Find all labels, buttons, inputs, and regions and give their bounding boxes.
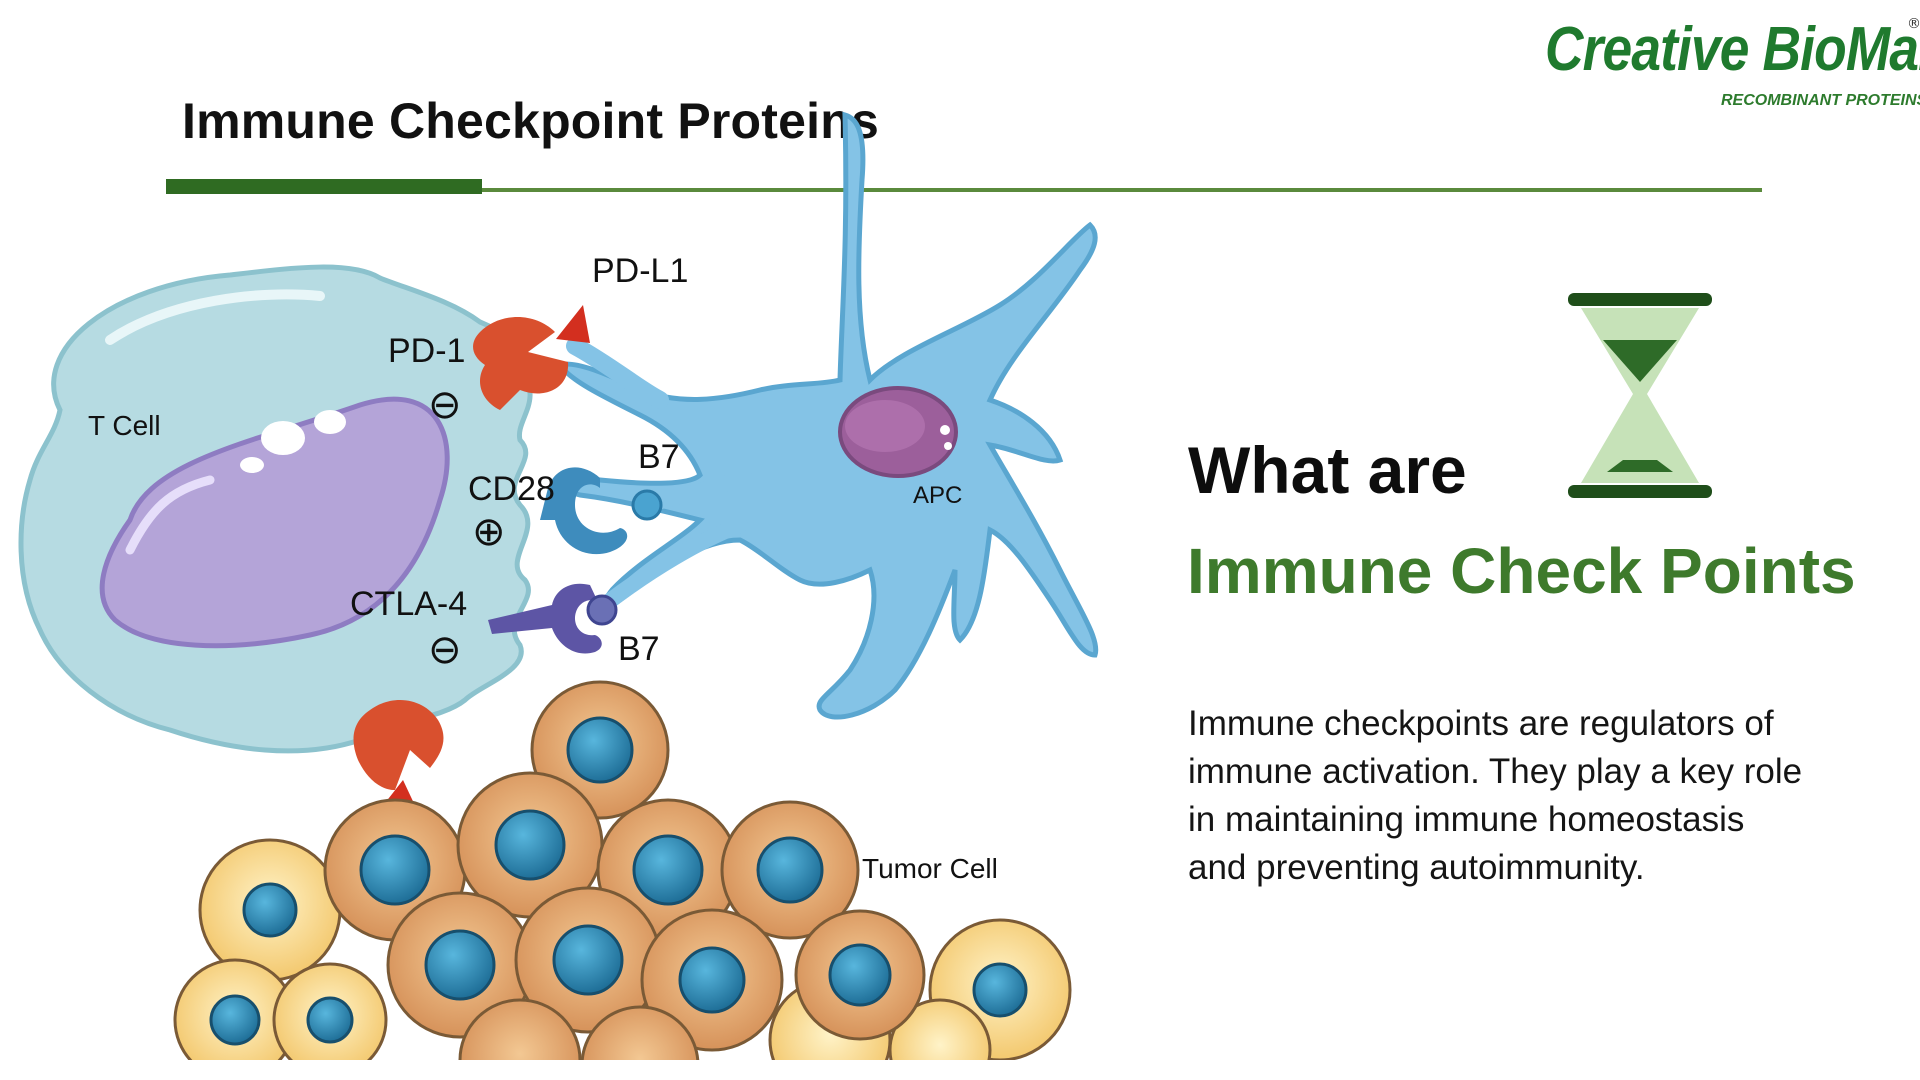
description-text: Immune checkpoints are regulators of imm… <box>1188 704 1803 887</box>
label-cd28: CD28 <box>468 470 555 508</box>
pdl1-stalk <box>566 337 669 409</box>
logo-wordmark: Creative BioMart <box>1545 15 1920 84</box>
label-pdl1: PD-L1 <box>592 252 688 290</box>
question-line-1: What are <box>1188 433 1467 507</box>
cd28-receptor <box>540 467 628 555</box>
b7-ligand-bottom <box>586 594 618 626</box>
hourglass-icon <box>1568 293 1712 498</box>
label-t-cell: T Cell <box>88 410 161 441</box>
apc-cell <box>556 111 1099 720</box>
tumor-cell-cluster <box>173 680 1072 1060</box>
question-line-2: Immune Check Points <box>1187 535 1856 607</box>
label-b7-top: B7 <box>638 438 680 476</box>
label-apc: APC <box>913 482 962 509</box>
slide-title: Immune Checkpoint Proteins <box>182 93 879 149</box>
sign-ctla4: ⊖ <box>428 628 462 672</box>
pd1-receptor <box>473 317 569 410</box>
sign-cd28: ⊕ <box>472 510 506 554</box>
title-divider <box>166 188 1762 192</box>
tumor-pd1-receptor <box>353 699 444 790</box>
logo-tagline: RECOMBINANT PROTEINS <box>1721 92 1920 109</box>
company-logo: Creative BioMart ® RECOMBINANT PROTEINS <box>1545 14 1920 114</box>
checkpoint-diagram: PD-L1 PD-1 ⊖ T Cell B7 CD28 ⊕ APC CTLA-4… <box>18 111 1099 1060</box>
t-cell <box>18 264 533 754</box>
b7-bottom-stalk <box>595 517 748 614</box>
title-divider-accent <box>166 179 482 194</box>
label-ctla4: CTLA-4 <box>350 585 467 623</box>
ctla4-receptor <box>488 583 602 654</box>
sign-pd1: ⊖ <box>428 383 462 427</box>
label-tumor-cell: Tumor Cell <box>862 853 998 884</box>
logo-registered-mark: ® <box>1907 16 1920 32</box>
label-b7-bottom: B7 <box>618 630 660 668</box>
pdl1-receptor <box>556 305 590 343</box>
b7-ligand-top <box>631 489 663 521</box>
label-pd1: PD-1 <box>388 332 465 370</box>
